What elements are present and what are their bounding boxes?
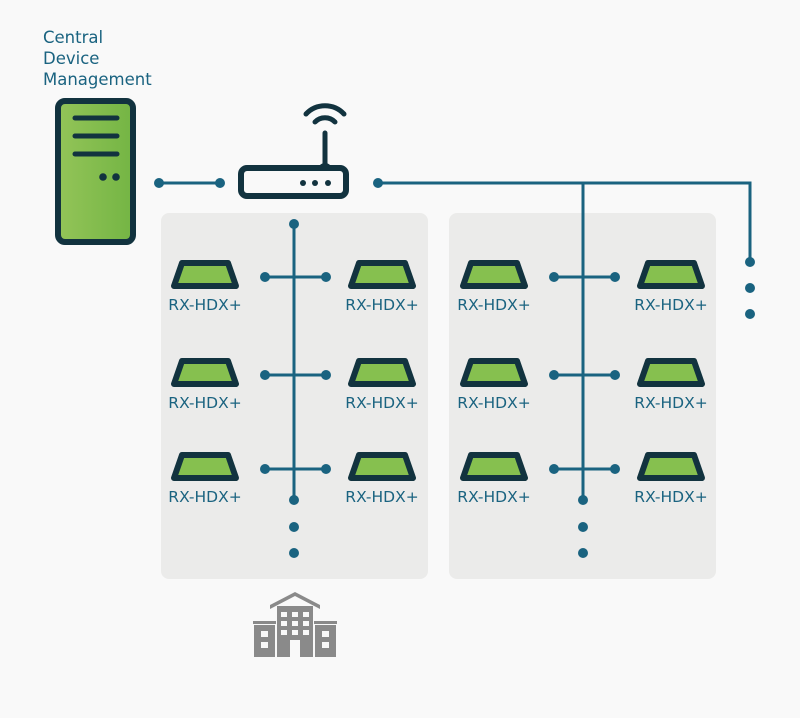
- rx-hdx-receiver[interactable]: RX-HDX+: [345, 260, 419, 314]
- title-line-1: Central: [43, 28, 104, 47]
- branch-dot: [321, 370, 331, 380]
- rx-hdx-receiver[interactable]: RX-HDX+: [457, 260, 531, 314]
- router-port-dot: [373, 178, 383, 188]
- building-icon: [253, 592, 337, 657]
- branch-dot: [549, 464, 559, 474]
- title-line-3: Management: [43, 70, 152, 89]
- receiver-label: RX-HDX+: [345, 488, 418, 506]
- receiver-label: RX-HDX+: [634, 488, 707, 506]
- bus-continuation-dot: [578, 548, 588, 558]
- receiver-label: RX-HDX+: [634, 296, 707, 314]
- rx-hdx-receiver[interactable]: RX-HDX+: [634, 358, 708, 412]
- rx-hdx-receiver[interactable]: RX-HDX+: [168, 358, 242, 412]
- receiver-device-icon: [348, 260, 416, 289]
- server-tower-icon: [55, 98, 136, 245]
- bus-continuation-dot: [578, 522, 588, 532]
- zone-1: RX-HDX+ RX-HDX+ RX-HDX+ RX-HDX+ RX-HDX+ RX-HD…: [168, 219, 419, 558]
- branch-dot: [321, 272, 331, 282]
- receiver-label: RX-HDX+: [457, 394, 530, 412]
- vertical-ellipsis-icon: [745, 257, 755, 319]
- wifi-router-icon: [238, 103, 349, 199]
- receiver-label: RX-HDX+: [345, 394, 418, 412]
- receiver-device-icon: [637, 452, 705, 481]
- rx-hdx-receiver[interactable]: RX-HDX+: [168, 260, 242, 314]
- rx-hdx-receiver[interactable]: RX-HDX+: [457, 358, 531, 412]
- receiver-device-icon: [637, 260, 705, 289]
- rx-hdx-receiver[interactable]: RX-HDX+: [345, 358, 419, 412]
- receiver-device-icon: [460, 260, 528, 289]
- zone-2: RX-HDX+ RX-HDX+ RX-HDX+ RX-HDX+ RX-HDX+ RX-HD…: [457, 183, 708, 558]
- rx-hdx-receiver[interactable]: RX-HDX+: [634, 452, 708, 506]
- receiver-label: RX-HDX+: [345, 296, 418, 314]
- diagram-title: Central Device Management: [43, 27, 152, 90]
- rx-hdx-receiver[interactable]: RX-HDX+: [345, 452, 419, 506]
- receiver-device-icon: [460, 358, 528, 387]
- branch-dot: [610, 464, 620, 474]
- receiver-label: RX-HDX+: [457, 296, 530, 314]
- rx-hdx-receiver[interactable]: RX-HDX+: [168, 452, 242, 506]
- receiver-label: RX-HDX+: [168, 488, 241, 506]
- receiver-label: RX-HDX+: [168, 394, 241, 412]
- rx-hdx-receiver[interactable]: RX-HDX+: [457, 452, 531, 506]
- branch-dot: [321, 464, 331, 474]
- rx-hdx-receiver[interactable]: RX-HDX+: [634, 260, 708, 314]
- server-router-link: [154, 178, 225, 188]
- receiver-device-icon: [171, 260, 239, 289]
- branch-dot: [260, 370, 270, 380]
- branch-dot: [610, 272, 620, 282]
- receiver-device-icon: [348, 358, 416, 387]
- bus-continuation-dot: [289, 495, 299, 505]
- receiver-label: RX-HDX+: [168, 296, 241, 314]
- bus-continuation-dot: [289, 548, 299, 558]
- receiver-device-icon: [460, 452, 528, 481]
- bus-top-dot: [289, 219, 299, 229]
- receiver-label: RX-HDX+: [457, 488, 530, 506]
- title-line-2: Device: [43, 49, 100, 68]
- receiver-device-icon: [348, 452, 416, 481]
- receiver-device-icon: [637, 358, 705, 387]
- receiver-device-icon: [171, 452, 239, 481]
- receiver-label: RX-HDX+: [634, 394, 707, 412]
- branch-dot: [549, 272, 559, 282]
- bus-continuation-dot: [578, 495, 588, 505]
- receiver-device-icon: [171, 358, 239, 387]
- bus-continuation-dot: [289, 522, 299, 532]
- branch-dot: [610, 370, 620, 380]
- branch-dot: [549, 370, 559, 380]
- branch-dot: [260, 464, 270, 474]
- branch-dot: [260, 272, 270, 282]
